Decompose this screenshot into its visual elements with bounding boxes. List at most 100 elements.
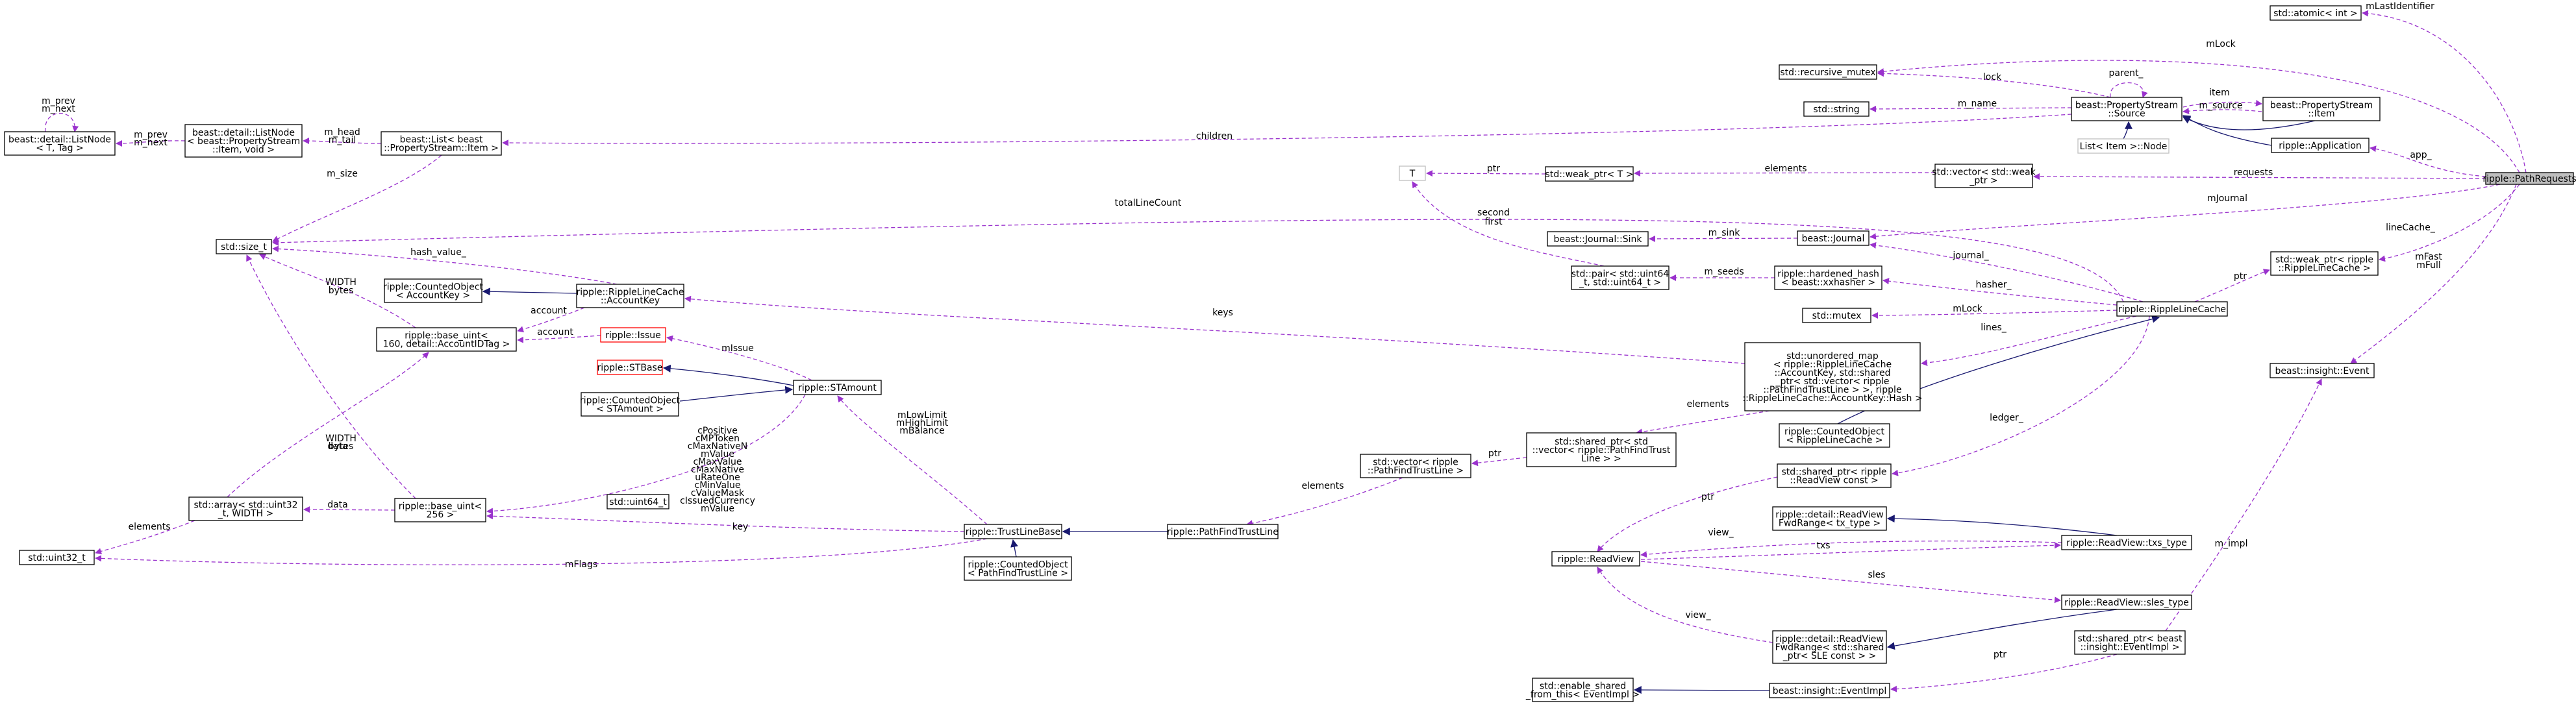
class-node-label: ripple::RippleLineCache <box>2118 304 2226 315</box>
inheritance-edge-application-to-ps-source <box>2182 115 2272 146</box>
usage-edge-path-requests-to-journal: mJournal <box>1869 184 2501 240</box>
class-node-weak-ptr-rlc[interactable]: std::weak_ptr< ripple::RippleLineCache > <box>2270 251 2379 276</box>
class-node-counted-stamount[interactable]: ripple::CountedObject< STAmount > <box>580 392 681 417</box>
class-node-txs-type[interactable]: ripple::ReadView::txs_type <box>2061 535 2192 550</box>
edge-label: cMaxNativeN <box>688 441 747 452</box>
class-node-base-uint-256[interactable]: ripple::base_uint<256 > <box>394 498 486 522</box>
class-node-counted-accountkey[interactable]: ripple::CountedObject< AccountKey > <box>383 278 484 303</box>
class-node-rlc-accountkey[interactable]: ripple::RippleLineCache::AccountKey <box>576 284 684 308</box>
class-node-label: FwdRange< tx_type > <box>1779 519 1881 529</box>
inheritance-edge-eventimpl-to-enable-shared <box>1633 686 1770 694</box>
class-node-journal[interactable]: beast::Journal <box>1797 230 1869 246</box>
edge-label: ledger_ <box>1990 413 2024 423</box>
class-node-eventimpl[interactable]: beast::insight::EventImpl <box>1769 683 1890 698</box>
class-node-label: ::insight::EventImpl > <box>2081 643 2180 653</box>
class-node-vector-weak[interactable]: std::vector< std::weak_ptr > <box>1932 164 2036 188</box>
class-node-label: ::ReadView const > <box>1790 476 1878 486</box>
edge-label: mJournal <box>2207 193 2247 204</box>
edge-label: data <box>327 441 348 452</box>
class-node-shared-ptr-eventimpl[interactable]: std::shared_ptr< beast::insight::EventIm… <box>2074 630 2186 655</box>
class-node-weak-ptr-t[interactable]: std::weak_ptr< T > <box>1545 166 1634 182</box>
class-node-label: ripple::CountedObject <box>968 560 1068 570</box>
class-node-hardened-hash[interactable]: ripple::hardened_hash< beast::xxhasher > <box>1774 265 1882 290</box>
class-node-uint32[interactable]: std::uint32_t <box>19 550 95 565</box>
class-node-unordered-map[interactable]: std::unordered_map< ripple::RippleLineCa… <box>1742 342 1923 411</box>
class-node-label: T <box>1409 169 1416 179</box>
class-node-uint64[interactable]: std::uint64_t <box>606 494 669 509</box>
class-node-atomic[interactable]: std::atomic< int > <box>2270 5 2362 21</box>
class-node-array-uint32[interactable]: std::array< std::uint32_t, WIDTH > <box>188 496 303 521</box>
class-node-shared-ptr-vec[interactable]: std::shared_ptr< std::vector< ripple::Pa… <box>1526 432 1677 467</box>
class-node-path-requests[interactable]: ripple::PathRequests <box>2482 172 2576 185</box>
class-node-label: List< Item >::Node <box>2080 141 2168 152</box>
edge-label: item <box>2209 88 2230 98</box>
edge-label: bytes <box>329 286 354 296</box>
class-node-shared-ptr-readview[interactable]: std::shared_ptr< ripple::ReadView const … <box>1777 463 1892 488</box>
edge-label: m_source <box>2199 101 2242 111</box>
class-node-issue[interactable]: ripple::Issue <box>600 327 666 343</box>
edge-label: children <box>1196 131 1232 141</box>
class-node-list-node[interactable]: beast::detail::ListNode< beast::Property… <box>184 124 303 158</box>
class-node-pair-uint64[interactable]: std::pair< std::uint64_t, std::uint64_t … <box>1571 265 1669 290</box>
class-node-application[interactable]: ripple::Application <box>2271 138 2370 153</box>
class-node-label: std::weak_ptr< T > <box>1545 169 1634 180</box>
class-node-label: ripple::ReadView::txs_type <box>2066 538 2187 548</box>
class-node-sles-type[interactable]: ripple::ReadView::sles_type <box>2061 594 2192 610</box>
class-node-label: ripple::PathRequests <box>2482 174 2576 184</box>
usage-edge-ps-source-to-std-string: m_name <box>1869 99 2072 112</box>
class-node-vector-pftl[interactable]: std::vector< ripple::PathFindTrustLine > <box>1360 454 1471 478</box>
edge-label: mValue <box>701 449 734 459</box>
class-node-stamount[interactable]: ripple::STAmount <box>793 380 882 395</box>
class-node-label: std::string <box>1813 104 1859 115</box>
edge-label: mIssue <box>721 343 754 354</box>
class-node-journal-sink[interactable]: beast::Journal::Sink <box>1547 231 1649 247</box>
class-node-pathfindtrustline[interactable]: ripple::PathFindTrustLine <box>1167 524 1279 539</box>
class-node-label: < AccountKey > <box>396 291 470 301</box>
usage-edge-shared-ptr-eventimpl-to-eventimpl: ptr <box>1890 650 2118 692</box>
class-node-label: std::shared_ptr< ripple <box>1781 467 1886 478</box>
edge-label: m_seeds <box>1704 267 1744 277</box>
class-node-std-string[interactable]: std::string <box>1803 101 1869 117</box>
class-node-counted-pftl[interactable]: ripple::CountedObject< PathFindTrustLine… <box>964 556 1072 581</box>
class-node-counted-rlc[interactable]: ripple::CountedObject< RippleLineCache > <box>1779 423 1890 448</box>
class-node-enable-shared[interactable]: std::enable_shared_from_this< EventImpl … <box>1525 678 1640 702</box>
class-node-trustlinebase[interactable]: ripple::TrustLineBase <box>964 524 1062 539</box>
edge-label: mLowLimit <box>897 410 947 421</box>
class-node-list-item-node[interactable]: List< Item >::Node <box>2077 138 2170 154</box>
class-node-list-node-t[interactable]: beast::detail::ListNode< T, Tag > <box>4 131 116 156</box>
usage-edge-readview-to-sles-type: sles <box>1640 561 2061 604</box>
class-node-stbase[interactable]: ripple::STBase <box>597 360 663 375</box>
class-node-label: std::weak_ptr< ripple <box>2275 255 2373 265</box>
class-node-std-mutex[interactable]: std::mutex <box>1802 308 1871 323</box>
class-node-label: ::Source <box>2108 109 2145 119</box>
usage-edge-ps-item-to-ps-source: m_source <box>2182 101 2262 115</box>
edge-label: mHighLimit <box>896 418 949 428</box>
usage-edge-ps-source-to-ps-item: item <box>2182 88 2262 108</box>
class-node-label: ripple::CountedObject <box>383 282 484 293</box>
class-node-ps-source[interactable]: beast::PropertyStream::Source <box>2071 97 2182 121</box>
class-node-base-uint-160[interactable]: ripple::base_uint<160, detail::AccountID… <box>376 327 517 352</box>
edge-label: lineCache_ <box>2386 223 2436 233</box>
class-node-recursive-mutex[interactable]: std::recursive_mutex <box>1779 64 1877 80</box>
edge-label: mBalance <box>899 426 944 436</box>
class-node-readview[interactable]: ripple::ReadView <box>1551 551 1640 567</box>
edge-label: uRateOne <box>695 472 740 483</box>
class-node-label: ::vector< ripple::PathFindTrust <box>1532 445 1671 456</box>
edge-label: m_next <box>134 138 168 148</box>
class-node-label: ::AccountKey <box>601 296 660 306</box>
class-node-label: Line > > <box>1581 454 1621 464</box>
class-node-size-t[interactable]: std::size_t <box>216 239 272 254</box>
class-node-t[interactable]: T <box>1399 165 1426 181</box>
class-node-ripple-line-cache[interactable]: ripple::RippleLineCache <box>2116 301 2228 317</box>
usage-edge-vector-weak-to-weak-ptr-t: elements <box>1634 164 1936 177</box>
class-node-ps-item[interactable]: beast::PropertyStream::Item <box>2262 97 2381 121</box>
edge-label: lines_ <box>1981 323 2007 333</box>
edge-label: elements <box>128 522 170 532</box>
class-node-label: ripple::STBase <box>597 363 663 373</box>
class-node-ps-list[interactable]: beast::List< beast::PropertyStream::Item… <box>381 131 502 156</box>
class-node-event[interactable]: beast::insight::Event <box>2270 363 2375 378</box>
class-node-label: ripple::detail::ReadView <box>1775 634 1884 644</box>
